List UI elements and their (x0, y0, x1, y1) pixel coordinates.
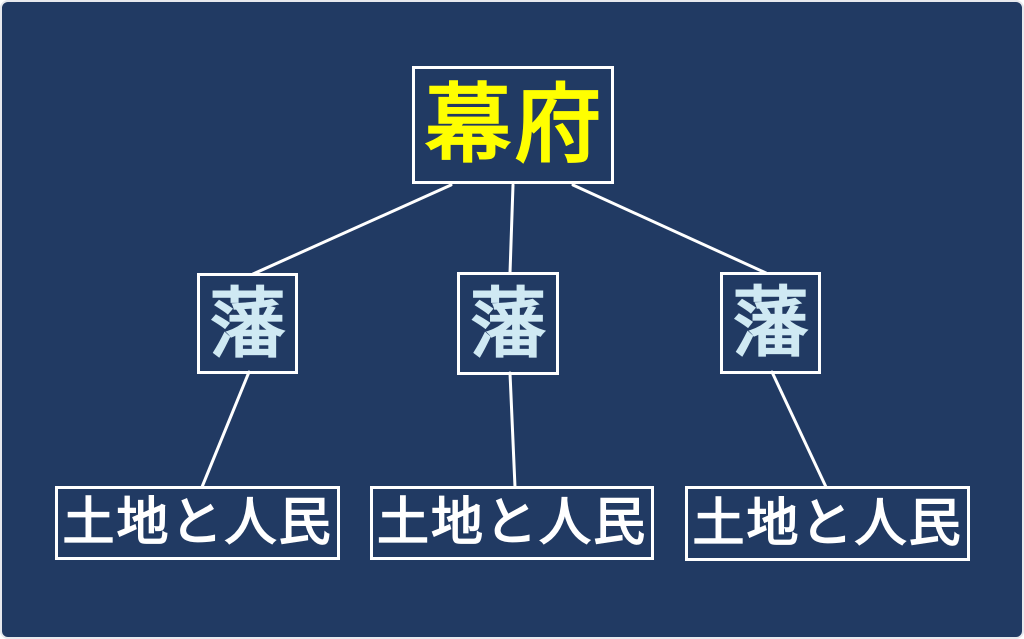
han-box-1: 藩 (197, 273, 298, 374)
land-people-box-3: 土地と人民 (685, 486, 970, 561)
land-people-box-2: 土地と人民 (370, 486, 654, 560)
connector-line-bakufu-han1 (251, 183, 453, 276)
han-label: 藩 (732, 278, 809, 367)
han-label: 藩 (470, 278, 546, 368)
connector-line-bakufu-han2 (508, 183, 515, 275)
connector-line-han1-land1 (200, 370, 251, 489)
connector-line-han2-land2 (508, 371, 517, 489)
han-box-3: 藩 (720, 272, 821, 374)
bakufu-box: 幕府 (412, 66, 614, 184)
han-label: 藩 (209, 278, 286, 368)
land-people-label: 土地と人民 (62, 493, 333, 553)
connector-line-han3-land3 (770, 370, 828, 489)
land-people-label: 土地と人民 (376, 493, 647, 553)
land-people-label: 土地と人民 (692, 493, 963, 554)
bakufu-label: 幕府 (425, 75, 605, 175)
connector-line-bakufu-han3 (571, 183, 768, 275)
han-box-2: 藩 (457, 272, 559, 375)
land-people-box-1: 土地と人民 (55, 486, 340, 560)
